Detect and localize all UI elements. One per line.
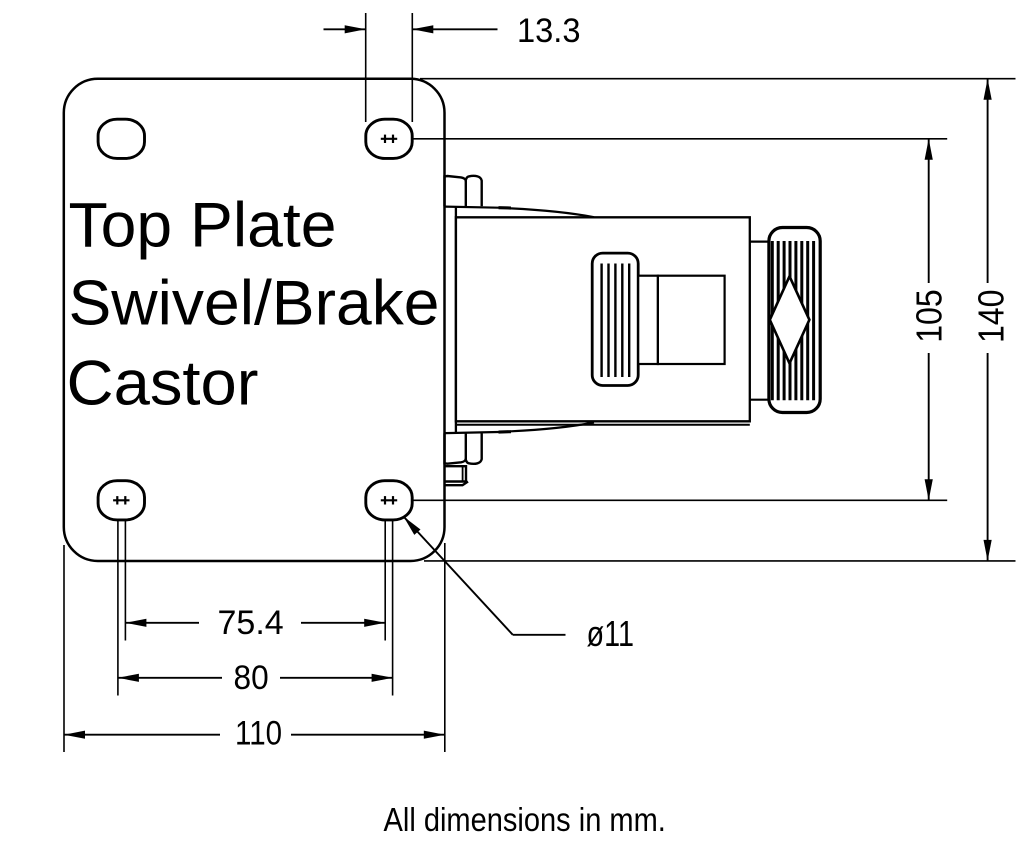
svg-text:105: 105 bbox=[910, 289, 950, 342]
svg-text:13.3: 13.3 bbox=[517, 12, 581, 50]
svg-text:80: 80 bbox=[234, 658, 269, 696]
svg-text:Castor: Castor bbox=[67, 349, 259, 419]
svg-text:140: 140 bbox=[972, 290, 1012, 343]
svg-text:Swivel/Brake: Swivel/Brake bbox=[69, 269, 440, 339]
svg-text:110: 110 bbox=[235, 714, 282, 752]
svg-text:All dimensions in mm.: All dimensions in mm. bbox=[384, 801, 666, 838]
svg-text:Top Plate: Top Plate bbox=[69, 190, 337, 260]
svg-text:ø11: ø11 bbox=[587, 613, 634, 654]
svg-text:75.4: 75.4 bbox=[218, 604, 284, 642]
